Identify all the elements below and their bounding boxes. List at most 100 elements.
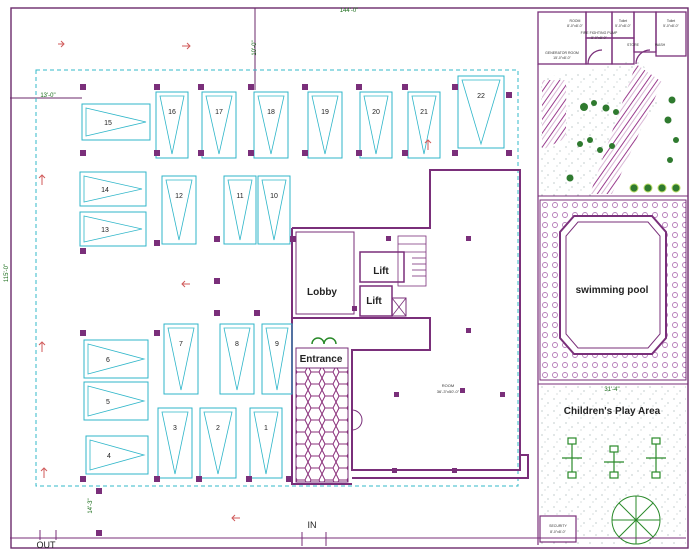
- column: [248, 84, 254, 90]
- column: [356, 150, 362, 156]
- column: [452, 150, 458, 156]
- column: [254, 310, 260, 316]
- column: [248, 150, 254, 156]
- toilet-1-label: Toilet: [619, 19, 627, 23]
- parking-slot-number: 8: [235, 341, 239, 348]
- pump-room-label: FIRE FIGHTING PUMP: [581, 31, 618, 35]
- room-columns: [352, 236, 505, 473]
- staircase: [397, 235, 427, 287]
- lift-1-label: Lift: [373, 266, 389, 277]
- car-outline-7: [167, 327, 195, 391]
- parking-slot-21: [407, 91, 441, 159]
- parking-slot-number: 13: [101, 227, 109, 234]
- room-size-label: 36'-3"x50'-0": [437, 389, 460, 394]
- parking-slot-9: [261, 323, 293, 395]
- column: [154, 150, 160, 156]
- parking-slot-19: [307, 91, 343, 159]
- parking-slot-18: [253, 91, 289, 159]
- parking-slot-1: [249, 407, 283, 479]
- car-outline-13: [83, 215, 143, 243]
- column: [154, 330, 160, 336]
- column: [356, 84, 362, 90]
- column: [80, 84, 86, 90]
- car-outline-15: [85, 107, 147, 137]
- car-outline-22: [461, 79, 501, 146]
- car-outline-20: [363, 95, 389, 155]
- parking-slot-7: [163, 323, 199, 395]
- parking-slot-number: 2: [216, 425, 220, 432]
- parking-slot-number: 18: [267, 109, 275, 116]
- parking-slot-20: [359, 91, 393, 159]
- arrow-left-icon: [181, 280, 190, 288]
- store-label: STORE: [627, 43, 640, 47]
- generator-room-size: 15'-0"x8'-0": [553, 56, 571, 60]
- car-outline-19: [311, 95, 339, 155]
- parking-slot-number: 1: [264, 425, 268, 432]
- arrow-up-icon: [38, 341, 46, 352]
- lobby-room: [295, 231, 427, 317]
- room-label: ROOM: [442, 383, 454, 388]
- car-outline-18: [257, 95, 285, 155]
- in-gate-label: IN: [308, 520, 317, 530]
- parking-slot-number: 5: [106, 399, 110, 406]
- parking-slot-number: 3: [173, 425, 177, 432]
- merry-go-round: [611, 495, 661, 545]
- column: [196, 476, 202, 482]
- parking-slot-number: 4: [107, 453, 111, 460]
- column: [96, 488, 102, 494]
- column: [452, 84, 458, 90]
- swimming-pool-label: swimming pool: [576, 285, 649, 296]
- parking-slots: [79, 75, 505, 479]
- left-setback-dimension: 13'-0": [40, 93, 55, 99]
- column: [214, 236, 220, 242]
- entrance-paving: [295, 367, 349, 483]
- top-setback-dimension: 10'-0": [252, 40, 258, 55]
- column: [246, 476, 252, 482]
- traffic-arrows: [38, 40, 432, 522]
- security-room-label: SECURITY: [549, 524, 567, 528]
- lift-2-label: Lift: [366, 296, 382, 307]
- parking-slot-number: 11: [236, 193, 243, 200]
- small-room-size: 8'-0"x8'-0": [567, 24, 583, 28]
- entrance-label: Entrance: [300, 354, 343, 365]
- parking-slot-number: 17: [215, 109, 223, 116]
- generator-room-label: GENERATOR ROOM: [545, 51, 579, 55]
- lobby-label: Lobby: [307, 287, 337, 298]
- parking-slot-number: 14: [101, 187, 109, 194]
- toilet-1-size: 5'-0"x8'-0": [615, 24, 631, 28]
- car-outline-11: [227, 179, 253, 241]
- column: [198, 150, 204, 156]
- car-outline-21: [411, 95, 437, 155]
- car-outline-9: [265, 327, 289, 391]
- column: [286, 476, 292, 482]
- car-outline-12: [165, 179, 193, 241]
- column: [80, 150, 86, 156]
- parking-slot-2: [199, 407, 237, 479]
- parking-slot-number: 22: [477, 93, 485, 100]
- parking-slot-22: [457, 75, 505, 149]
- car-outline-17: [205, 95, 233, 155]
- car-outline-6: [87, 343, 146, 375]
- wash-label: WASH: [655, 43, 666, 47]
- column: [80, 248, 86, 254]
- car-outline-16: [159, 95, 185, 155]
- arrow-left-icon: [231, 514, 240, 522]
- toilet-2-label: Toilet: [667, 19, 675, 23]
- parking-slot-3: [157, 407, 193, 479]
- parking-slot-12: [161, 175, 197, 245]
- play-equipment: [562, 437, 666, 479]
- parking-slot-4: [85, 435, 149, 475]
- small-room-label: ROOM: [570, 19, 581, 23]
- parking-slot-number: 20: [372, 109, 380, 116]
- car-outline-10: [261, 179, 287, 241]
- column: [214, 310, 220, 316]
- parking-slot-14: [79, 171, 147, 207]
- parking-slot-number: 15: [104, 120, 112, 127]
- column: [302, 84, 308, 90]
- parking-slot-16: [155, 91, 189, 159]
- parking-slot-15: [81, 103, 151, 141]
- column: [506, 92, 512, 98]
- column: [80, 476, 86, 482]
